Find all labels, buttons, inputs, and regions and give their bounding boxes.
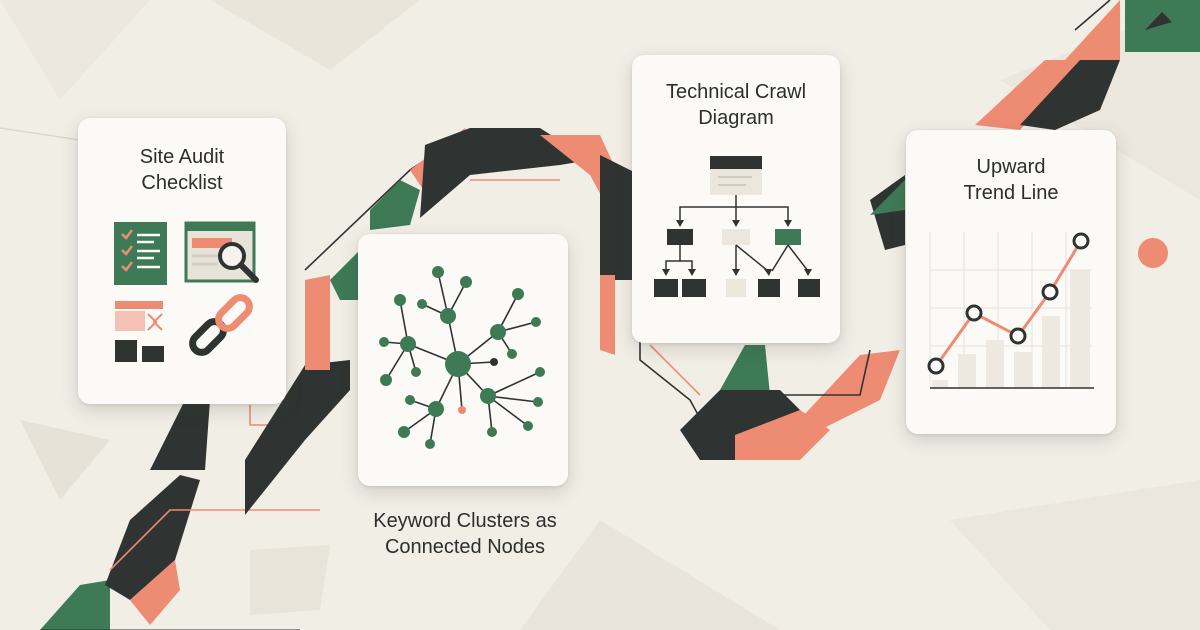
keyword-clusters-card <box>358 234 568 486</box>
path-segment-dark <box>105 475 200 600</box>
keyword-clusters-caption: Keyword Clusters as Connected Nodes <box>373 510 557 558</box>
coral-dot <box>1138 238 1168 268</box>
path-segment-coral <box>790 350 900 430</box>
path-segment-dark <box>600 155 640 280</box>
path-segment-coral <box>1065 0 1120 60</box>
path-segment-dark <box>150 400 210 470</box>
path-segment-dark <box>1020 60 1120 130</box>
checklist-icon <box>114 222 167 285</box>
upward-trend-card: Upward Trend Line <box>906 130 1116 434</box>
site-audit-icons <box>114 221 259 362</box>
path-segment-green <box>370 180 420 230</box>
technical-crawl-card: Technical Crawl Diagram <box>632 55 840 343</box>
arrow-icon <box>1145 12 1172 30</box>
path-segment-coral <box>975 60 1080 130</box>
path-segment-green <box>870 180 905 215</box>
path-segment-dark <box>420 128 590 218</box>
site-audit-title: Site Audit Checklist <box>139 146 225 194</box>
finish-block <box>1125 0 1200 52</box>
site-audit-card: Site Audit Checklist <box>78 118 286 404</box>
path-segment-coral <box>305 275 330 370</box>
trend-chart-icon <box>927 232 1094 389</box>
path-segment-coral <box>130 560 180 625</box>
technical-crawl-title: Technical Crawl Diagram <box>665 81 807 129</box>
upward-trend-title: Upward Trend Line <box>963 156 1059 204</box>
path-segment-coral <box>600 275 615 355</box>
site-tree-icon <box>654 156 820 297</box>
chain-link-icon <box>189 294 253 356</box>
path-segment-green <box>40 580 110 630</box>
broken-layout-icon <box>115 301 164 362</box>
browser-magnifier-icon <box>184 221 259 283</box>
path-segment-dark <box>245 360 350 515</box>
node-network-icon <box>379 266 545 449</box>
path-segment-green <box>720 345 770 395</box>
